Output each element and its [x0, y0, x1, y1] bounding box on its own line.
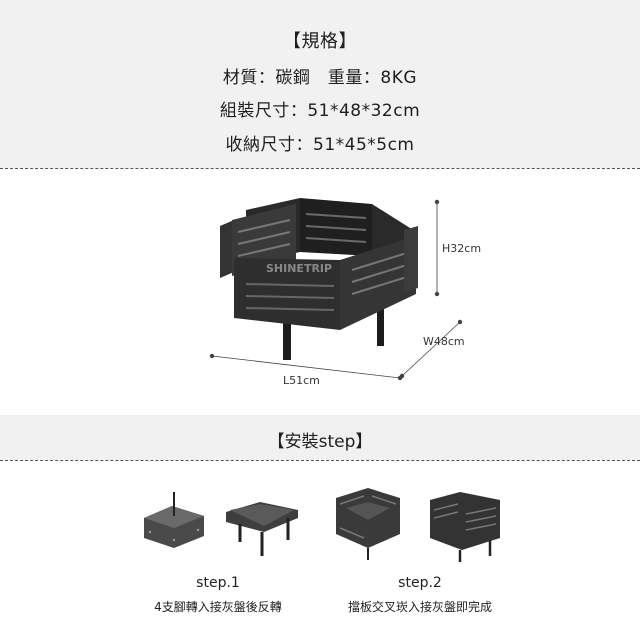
step1-illustration	[144, 492, 298, 556]
dimension-height: H32cm	[442, 242, 482, 255]
divider-top	[0, 168, 640, 169]
spec-storage-size: 收納尺寸：51*45*5cm	[225, 135, 415, 155]
step2-description: 擋板交叉崁入接灰盤即完成	[347, 600, 492, 614]
step1-description: 4支腳轉入接灰盤後反轉	[154, 600, 282, 614]
install-title: 【安裝step】	[267, 432, 373, 452]
step2-illustration	[336, 488, 500, 562]
brand-text: SHINETRIP	[266, 262, 332, 275]
dimension-length: L51cm	[283, 374, 320, 387]
spec-assembled-size: 組裝尺寸：51*48*32cm	[219, 101, 421, 121]
step2-label: step.2	[398, 575, 442, 591]
dimension-width: W48cm	[423, 335, 465, 348]
step1-label: step.1	[196, 575, 240, 591]
fire-pit-illustration: SHINETRIP	[209, 198, 463, 381]
spec-title: 【規格】	[283, 31, 357, 52]
divider-step-bottom	[0, 460, 640, 461]
spec-section	[0, 0, 640, 168]
install-section-header	[0, 415, 640, 460]
spec-material-weight: 材質：碳鋼 重量：8KG	[222, 68, 418, 88]
